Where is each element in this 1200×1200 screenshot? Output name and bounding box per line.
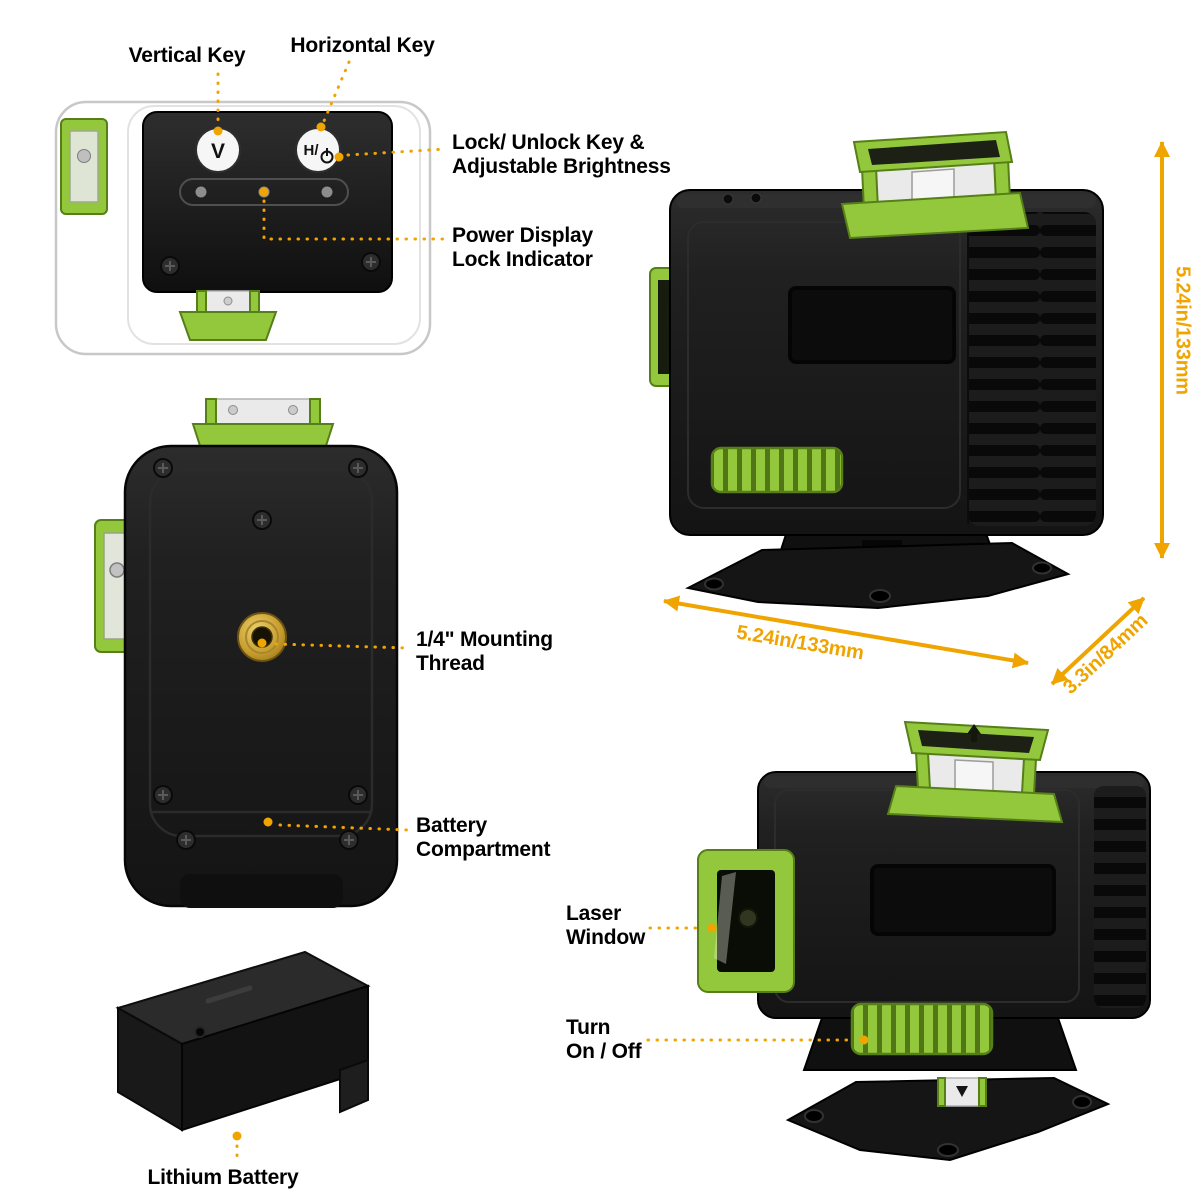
control-panel [142,111,393,293]
body-screw [348,458,368,478]
laser-window [697,849,795,993]
top-button-hint [750,192,762,204]
battery-logo-mark [205,985,253,1004]
label-vertical-key: Vertical Key [128,44,246,67]
power-slide-switch [710,446,844,494]
up-arrow-icon [967,724,981,742]
base-screw-hole [869,589,891,603]
dimension-height-text: 5.24in/133mm [1171,266,1194,395]
lithium-battery-render [115,950,371,1132]
power-icon [320,148,334,164]
turret-flange [840,191,1030,240]
side-laser-window-green [60,118,108,215]
indicator-led [195,186,207,198]
base-screw-hole [804,1109,824,1123]
heat-vents [967,212,1096,526]
mounting-thread [237,612,287,662]
recessed-window-2 [870,864,1056,936]
leader-battery-compartment [278,823,410,832]
body-screw [252,510,272,530]
leader-power-display [262,199,448,241]
battery-cover-screw [339,830,359,850]
top-laser-turret-small [178,290,278,341]
label-power-display: Power Display Lock Indicator [452,224,593,272]
battery-cover-screw [176,830,196,850]
control-panel-callout: V H/ [54,100,432,356]
depth-dimension-arrow [1050,596,1146,686]
vertical-button-label: V [211,140,225,163]
recessed-window [788,286,956,364]
label-laser-window: Laser Window [566,902,646,950]
body-screw [153,785,173,805]
body-screw [153,458,173,478]
horizontal-power-button: H/ [295,127,341,173]
panel-screw [160,256,180,276]
window-screw [77,149,91,163]
base-screw-hole [1072,1095,1092,1109]
top-laser-turret [840,130,1030,240]
product-front-bottom-view [697,720,1151,1162]
back-contour [148,468,374,838]
horizontal-button-label: H/ [304,142,320,159]
base-screw-hole [1032,561,1052,575]
label-lithium-battery: Lithium Battery [147,1166,299,1189]
label-turn-on-off: Turn On / Off [566,1016,642,1064]
label-lock-unlock-key: Lock/ Unlock Key & Adjustable Brightness [452,131,671,179]
product-front-top-view [649,130,1104,610]
label-battery-compartment: Battery Compartment [416,814,551,862]
panel-screw [361,252,381,272]
indicator-led [321,186,333,198]
turret-flange-2 [886,784,1064,824]
body-screw [348,785,368,805]
front-contour [687,221,961,509]
label-mounting-thread: 1/4" Mounting Thread [416,628,553,676]
heat-vents-2 [1094,786,1146,1008]
bottom-lip [180,874,343,908]
on-off-switch [850,1002,994,1056]
leader-horizontal-key [322,60,351,123]
device-outline-hint [127,105,421,345]
width-dimension-arrow [663,595,1029,669]
top-laser-turret-2 [886,720,1064,824]
battery-pin-hole [194,1026,206,1038]
top-button-hint [722,193,734,205]
product-back-view [94,398,399,908]
leader-lock-unlock [346,147,448,157]
plumb-laser-window [937,1077,987,1107]
dimension-arrows [663,141,1170,686]
base-screw-hole [704,577,724,591]
battery-latch [339,1058,369,1114]
label-horizontal-key: Horizontal Key [290,34,435,57]
base-screw-hole [937,1143,959,1157]
leader-lines [213,60,869,1163]
laser-prism-2 [954,759,994,793]
laser-lens [738,908,758,928]
